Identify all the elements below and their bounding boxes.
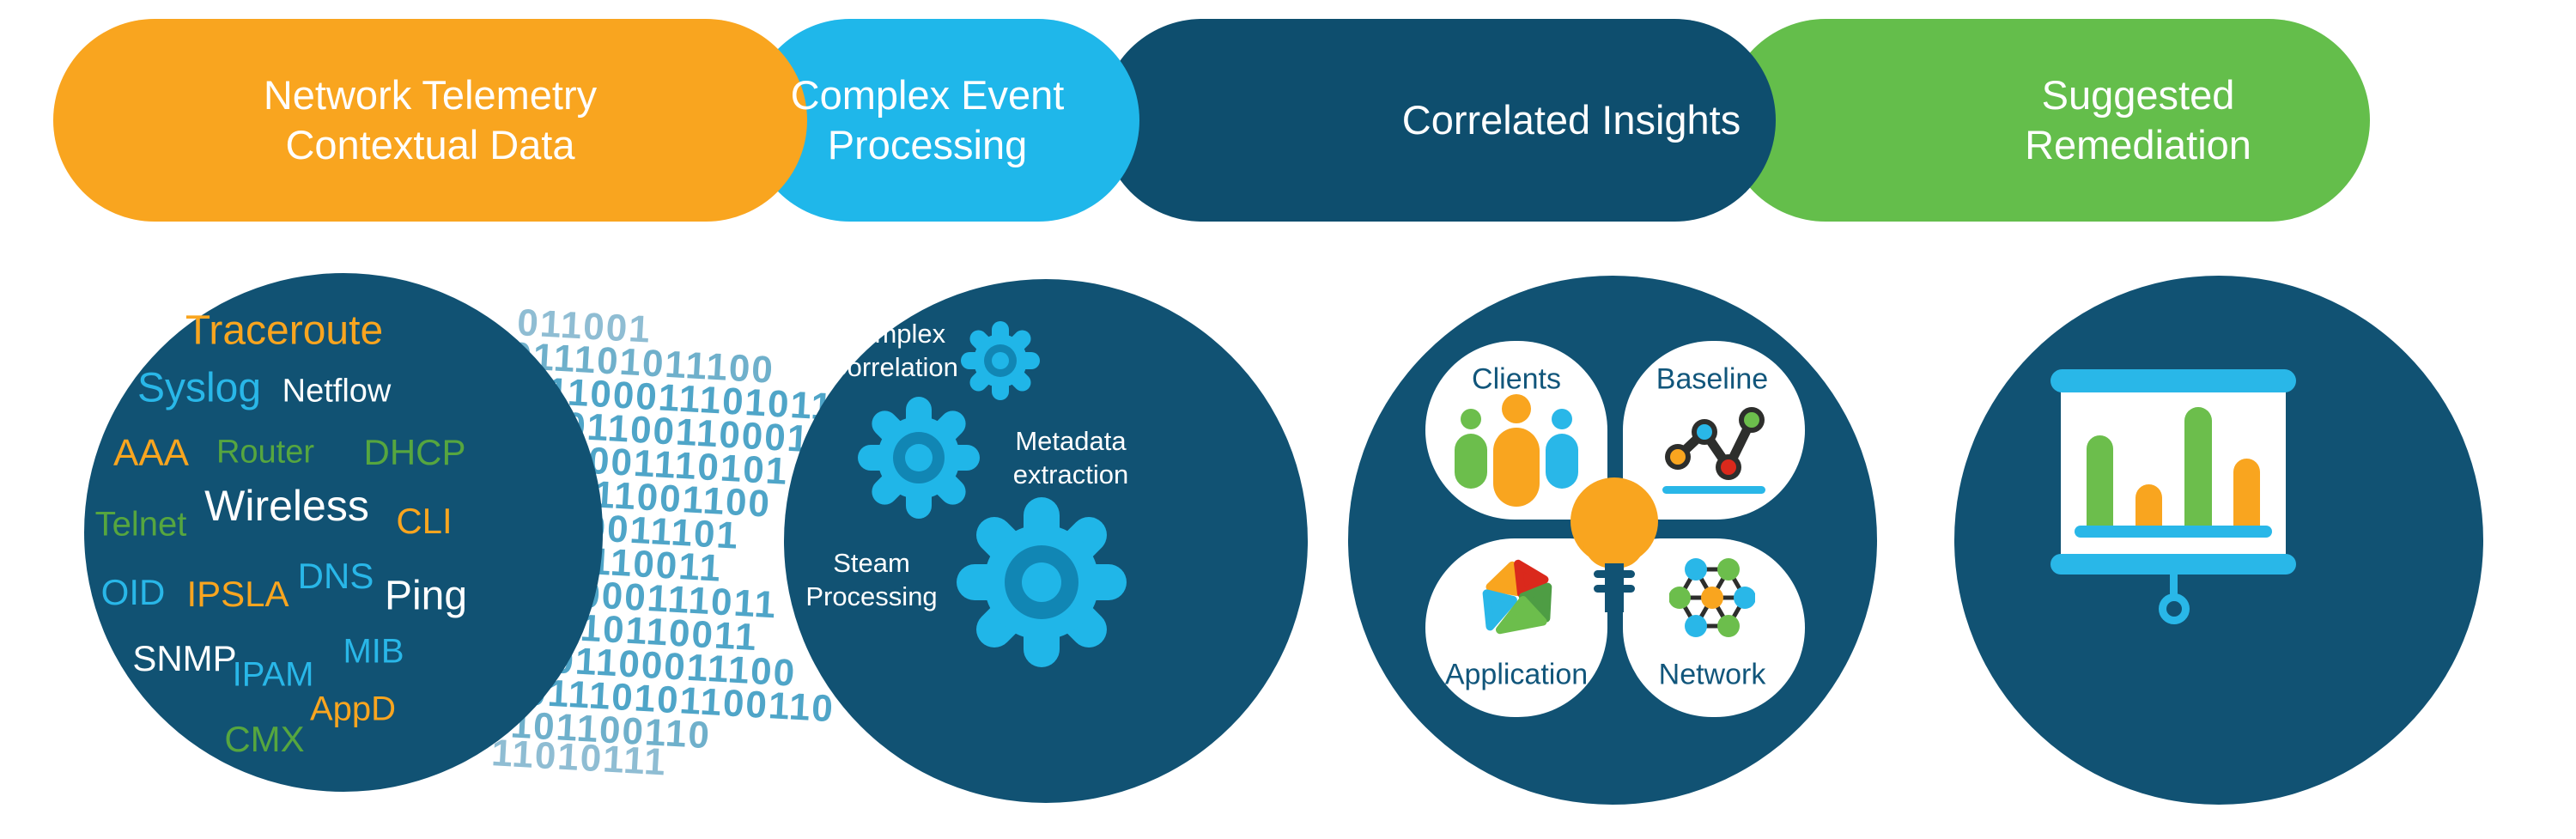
screen-bar-green-1 [2087,435,2113,534]
telemetry-word: SNMP [132,638,237,678]
telemetry-word: Wireless [204,482,369,530]
pill-label-line: Contextual Data [285,122,575,167]
pill-label-line: Correlated Insights [1401,97,1741,143]
pill-label-line: Suggested [2041,72,2235,118]
petal-label-baseline: Baseline [1656,362,1769,396]
telemetry-word: DHCP [363,432,466,472]
baseline-trend-icon [1662,407,1765,494]
label-line: Processing [805,581,938,611]
telemetry-word: Router [216,434,315,471]
pill-complex-event-processing [749,19,1139,222]
screen-top-bar [2050,369,2296,392]
telemetry-word: Telnet [94,505,187,544]
petal-label-network: Network [1658,658,1766,691]
screen-pull-stem [2170,573,2178,597]
petal-label-clients: Clients [1472,362,1561,396]
gear-small-icon [961,321,1040,400]
screen-bottom-bar [2050,554,2296,575]
pill-label-suggested-remediation: Suggested Remediation [2025,19,2251,222]
pill-label-line: Remediation [2025,122,2251,167]
screen-pull-ring [2159,593,2190,624]
label-steam-processing: Steam Processing [805,546,937,613]
telemetry-word: AppD [309,690,397,728]
pill-label-network-telemetry: Network Telemetry Contextual Data [264,19,597,222]
telemetry-word: DNS [297,556,374,596]
label-complex-correlation: Complex Correlation [828,317,958,384]
telemetry-word: MIB [343,632,404,671]
telemetry-word: Syslog [137,365,262,411]
pill-label-line: Processing [827,122,1028,167]
telemetry-word: Netflow [282,373,392,410]
telemetry-word: IPSLA [186,574,289,614]
telemetry-word: IPAM [232,655,314,694]
screen-bar-green-2 [2184,407,2212,534]
label-line: Complex [840,319,946,349]
telemetry-word: AAA [112,432,190,474]
pill-label-line: Network Telemetry [263,72,598,118]
pill-suggested-remediation [1724,19,2370,222]
pill-label-correlated-insights: Correlated Insights [1402,19,1741,222]
label-line: Steam [833,548,910,578]
application-box-icon [1482,559,1552,635]
network-mesh-icon [1669,558,1755,637]
screen-baseline [2075,526,2272,538]
pill-label-complex-event: Complex Event Processing [791,19,1065,222]
binary-row: 11010111 [490,732,669,784]
pill-label-line: Complex Event [790,72,1065,118]
pill-correlated-insights [1101,19,1776,222]
lightbulb-icon [1571,477,1658,612]
telemetry-word: CLI [396,501,453,541]
label-line: Metadata [1015,426,1127,456]
telemetry-word: CMX [224,719,305,759]
pill-network-telemetry [53,19,807,222]
label-line: extraction [1012,459,1129,489]
label-line: Correlation [828,352,958,382]
label-metadata-extraction: Metadata extraction [1013,424,1128,491]
circle-network-telemetry [84,273,603,792]
screen-bar-orange-2 [2233,459,2260,534]
clients-people-icon [1455,394,1578,507]
telemetry-word: OID [100,572,166,612]
telemetry-word: Ping [384,573,468,619]
telemetry-word: Traceroute [185,307,384,354]
gear-large-icon [957,497,1127,667]
petal-label-application: Application [1444,658,1589,691]
gear-medium-icon [858,397,980,519]
